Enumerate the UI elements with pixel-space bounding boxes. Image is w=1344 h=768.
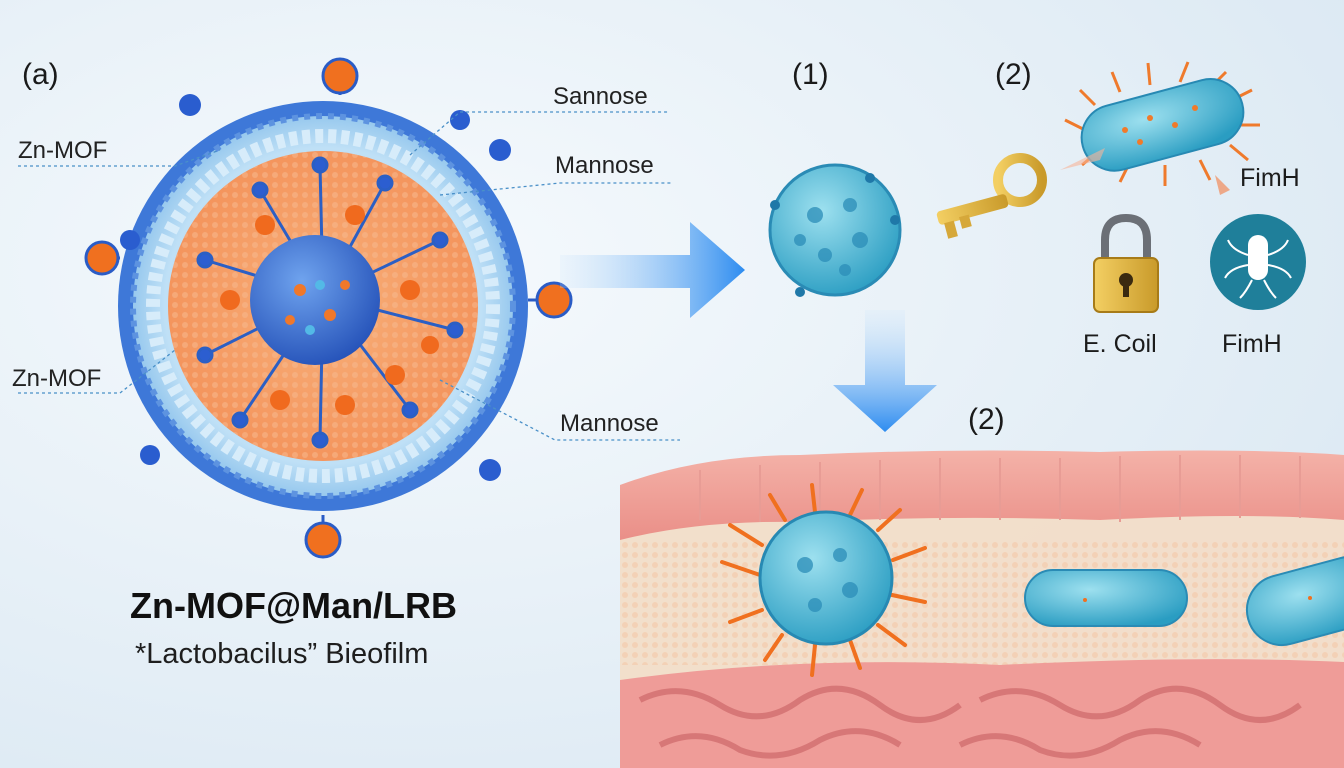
lactobacillus-rod-1 xyxy=(1024,569,1188,627)
callout-zn-mof-upper: Zn-MOF xyxy=(18,137,108,164)
diagram-subtitle: *Lactobacilus” Bieofilm xyxy=(135,638,429,670)
callout-mannose-upper: Mannose xyxy=(555,152,654,179)
padlock-icon xyxy=(1093,213,1159,313)
bound-mof-particle xyxy=(720,483,927,677)
callout-zn-mof-lower: Zn-MOF xyxy=(12,365,102,392)
callout-mannose-lower: Mannose xyxy=(560,410,659,437)
ecoli-bacterium-icon xyxy=(1064,61,1260,186)
intestinal-tissue xyxy=(620,450,1344,768)
ecoli-label: E. Coil xyxy=(1083,330,1157,358)
step-label-1: (1) xyxy=(792,58,829,91)
fimh-circle-icon xyxy=(1210,214,1306,310)
zn-mof-nanoparticle xyxy=(84,57,573,559)
callout-sannose: Sannose xyxy=(553,83,648,110)
step-label-2-mid: (2) xyxy=(968,403,1005,436)
step-label-2-top: (2) xyxy=(995,58,1032,91)
right-arrow xyxy=(560,222,745,318)
fimh-label-top: FimH xyxy=(1240,164,1300,192)
callout-lines xyxy=(18,111,680,441)
diagram-title: Zn-MOF@Man/LRB xyxy=(130,585,458,626)
fimh-label-bottom: FimH xyxy=(1222,330,1282,358)
down-arrow xyxy=(833,310,937,432)
panel-label-a: (a) xyxy=(22,58,59,91)
mof-particle-step1 xyxy=(768,163,902,297)
lactobacillus-rod-2 xyxy=(1245,555,1344,647)
key-icon xyxy=(936,153,1047,239)
